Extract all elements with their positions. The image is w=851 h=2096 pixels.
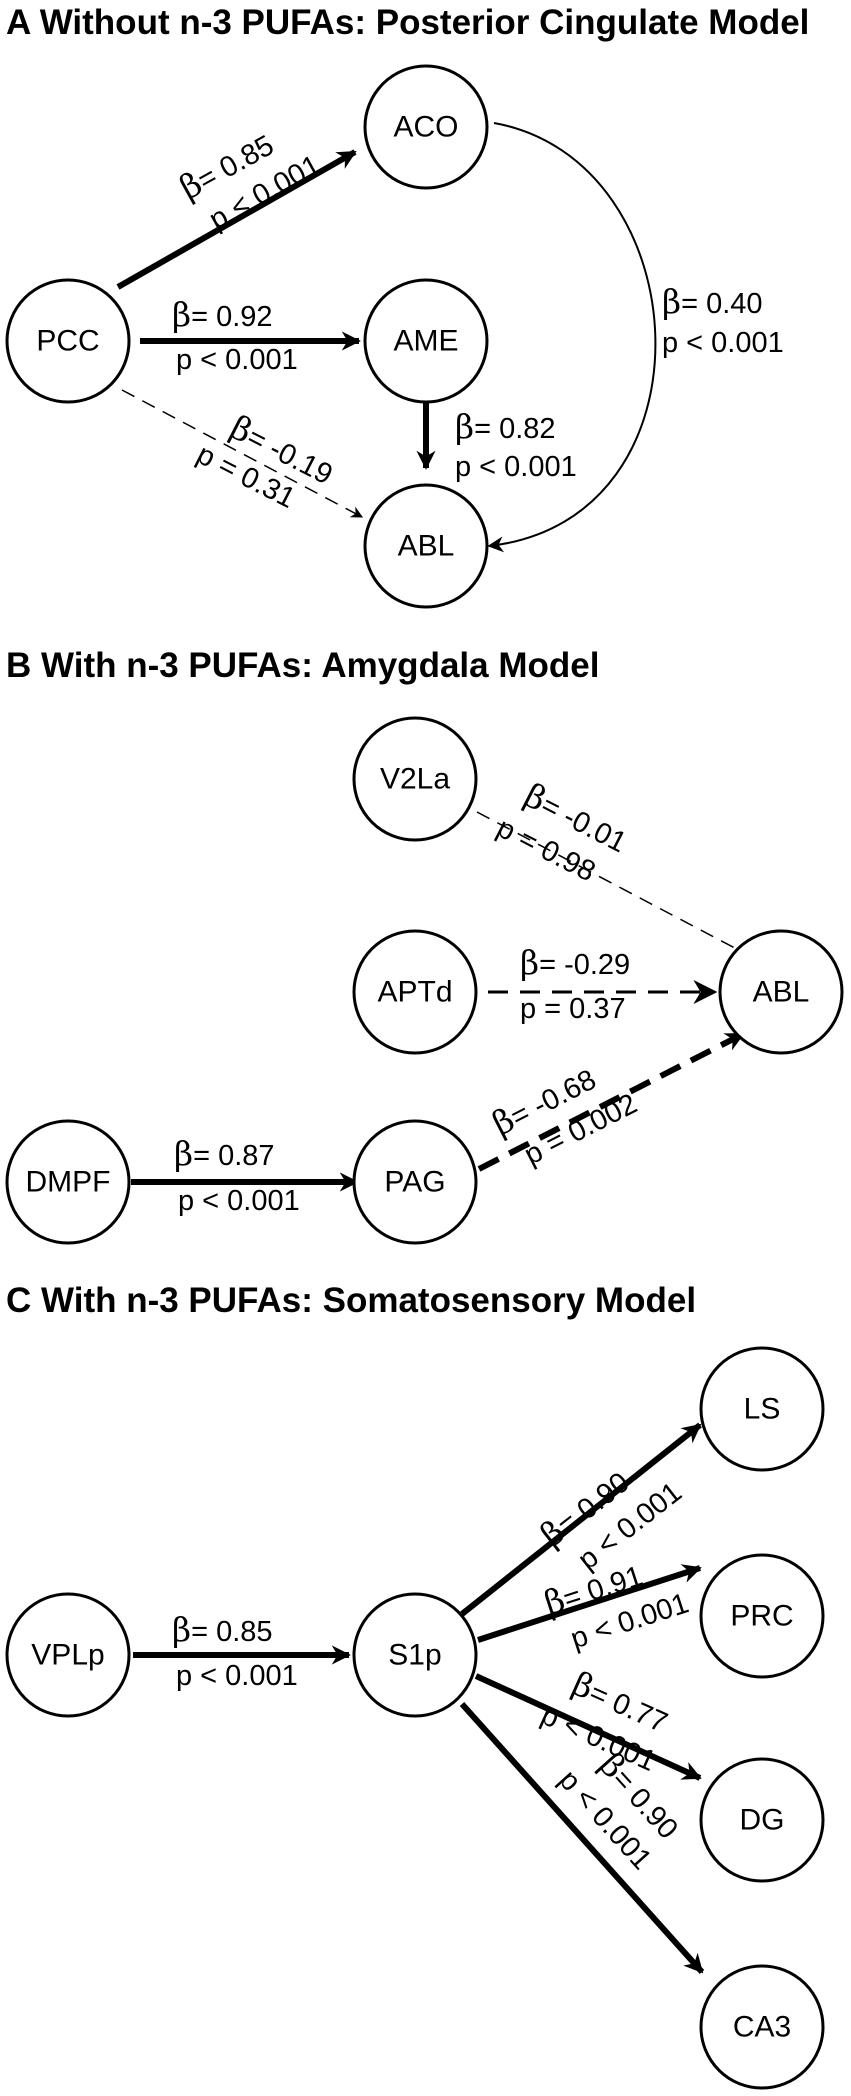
edge-s1p-prc: [477, 1564, 702, 1643]
edge-aco-abl: [487, 122, 657, 553]
node-v2la: V2La: [352, 716, 478, 842]
p-value: p < 0.001: [662, 327, 784, 359]
svg-text:PAG: PAG: [384, 1166, 445, 1199]
edge-label-pcc-abl: β= -0.19 p = 0.31: [192, 407, 338, 514]
svg-text:PCC: PCC: [36, 325, 99, 358]
panel-b-title: B With n-3 PUFAs: Amygdala Model: [6, 646, 599, 685]
node-pag: PAG: [352, 1119, 478, 1245]
edge-s1p-dg: [474, 1673, 702, 1781]
svg-text:DMPF: DMPF: [26, 1166, 111, 1199]
p-value: p < 0.001: [176, 344, 298, 376]
p-value: p < 0.001: [178, 1185, 300, 1217]
node-prc: PRC: [699, 1553, 825, 1679]
edge-v2la-abl: [476, 811, 750, 956]
beta-symbol: β: [174, 1134, 193, 1173]
svg-text:β= -0.29: β= -0.29: [520, 943, 630, 982]
node-s1p: S1p: [352, 1592, 478, 1718]
beta-symbol: β: [520, 943, 539, 982]
node-ls: LS: [699, 1346, 825, 1472]
svg-text:CA3: CA3: [733, 2011, 791, 2044]
svg-text:AME: AME: [393, 325, 458, 358]
edge-label-pag-abl: β= -0.68 p = 0.002: [486, 1064, 642, 1172]
node-aco: ACO: [363, 64, 489, 190]
svg-text:β= 0.92: β= 0.92: [172, 295, 273, 334]
svg-text:ABL: ABL: [753, 976, 810, 1009]
node-abl: ABL: [363, 483, 489, 609]
svg-text:APTd: APTd: [377, 976, 452, 1009]
edge-label-aco-abl: β= 0.40 p < 0.001: [662, 282, 784, 359]
svg-text:V2La: V2La: [380, 763, 450, 796]
node-vplp: VPLp: [5, 1592, 131, 1718]
panel-c-title: C With n-3 PUFAs: Somatosensory Model: [6, 1281, 696, 1320]
edge-label-dmpf-pag: β= 0.87 p < 0.001: [174, 1134, 300, 1217]
node-ame: AME: [363, 278, 489, 404]
edge-label-v2la-abl: β= -0.01 p = 0.98: [492, 775, 632, 888]
svg-text:PRC: PRC: [730, 1600, 793, 1633]
p-value: p < 0.001: [455, 451, 577, 483]
node-ca3: CA3: [699, 1964, 825, 2090]
beta-symbol: β: [455, 407, 474, 446]
svg-text:S1p: S1p: [388, 1639, 441, 1672]
svg-text:ABL: ABL: [398, 530, 455, 563]
edge-label-pcc-aco: β= 0.85 p < 0.001: [173, 129, 326, 236]
node-dg: DG: [699, 1757, 825, 1883]
svg-text:β= 0.82: β= 0.82: [455, 407, 556, 446]
edge-s1p-ls: [460, 1422, 702, 1617]
panel-a-title: A Without n-3 PUFAs: Posterior Cingulate…: [6, 3, 809, 42]
beta-symbol: β: [662, 282, 681, 321]
node-aptd: APTd: [352, 929, 478, 1055]
edge-label-s1p-ls: β= 0.90 p < 0.001: [533, 1466, 688, 1576]
svg-text:LS: LS: [744, 1393, 781, 1426]
edge-label-s1p-ca3: β= 0.90 p < 0.001: [552, 1745, 683, 1876]
edge-pag-abl: [477, 1031, 745, 1172]
edge-pcc-aco: [116, 149, 357, 290]
edge-label-ame-abl: β= 0.82 p < 0.001: [455, 407, 577, 483]
beta-symbol: β: [172, 295, 191, 334]
node-pcc: PCC: [5, 278, 131, 404]
edge-label-vplp-s1p: β= 0.85 p < 0.001: [172, 1610, 298, 1692]
svg-text:β= 0.87: β= 0.87: [174, 1134, 275, 1173]
svg-text:DG: DG: [740, 1804, 785, 1837]
edge-label-aptd-abl: β= -0.29 p = 0.37: [520, 943, 630, 1025]
edge-label-s1p-prc: β= 0.91 p < 0.001: [539, 1560, 692, 1655]
svg-text:β= 0.40: β= 0.40: [662, 282, 763, 321]
p-value: p < 0.001: [176, 1660, 298, 1692]
beta-symbol: β: [172, 1610, 191, 1649]
svg-text:VPLp: VPLp: [31, 1639, 104, 1672]
edge-label-pcc-ame: β= 0.92 p < 0.001: [172, 295, 298, 376]
svg-text:ACO: ACO: [393, 111, 458, 144]
node-abl-b: ABL: [718, 929, 844, 1055]
svg-text:β= 0.85: β= 0.85: [172, 1610, 273, 1649]
node-dmpf: DMPF: [5, 1119, 131, 1245]
edge-s1p-ca3: [459, 1701, 705, 1975]
p-value: p = 0.37: [520, 993, 626, 1025]
